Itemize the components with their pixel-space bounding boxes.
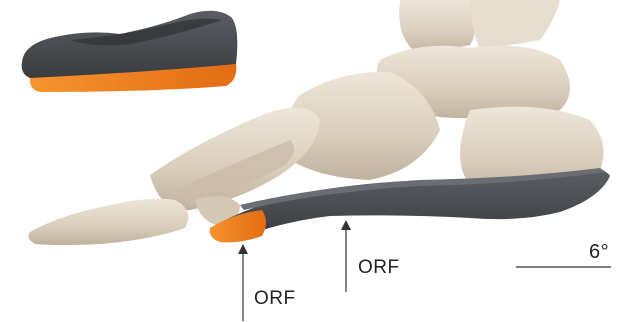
orf-back-arrow [341, 220, 351, 292]
insole-thumbnail [22, 11, 238, 92]
angle-label: 6° [589, 241, 609, 264]
phalanges-bones [28, 199, 188, 245]
orf-back-label: ORF [358, 257, 400, 279]
fibula-bone [470, 0, 560, 50]
orf-front-arrow [238, 244, 248, 321]
orf-front-label: ORF [254, 288, 296, 310]
